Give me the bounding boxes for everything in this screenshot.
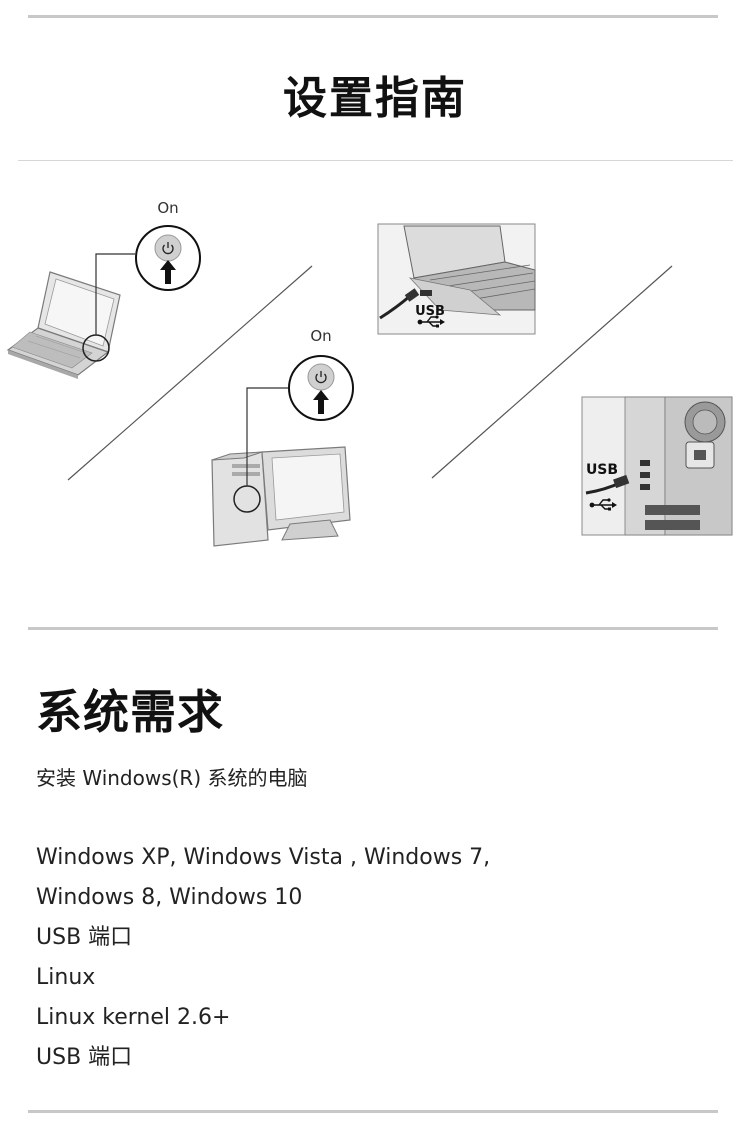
arrow-up-icon bbox=[313, 390, 329, 414]
top-divider bbox=[28, 15, 718, 18]
setup-illustration: On On USB bbox=[6, 199, 733, 547]
requirements-list: Windows XP, Windows Vista , Windows 7, W… bbox=[36, 838, 490, 1078]
bottom-divider bbox=[28, 1110, 718, 1113]
usb-icon bbox=[417, 315, 445, 328]
list-item: USB 端口 bbox=[36, 925, 133, 950]
system-requirements-title: 系统需求 bbox=[36, 685, 224, 739]
laptop-power-label: On bbox=[157, 199, 178, 217]
desktop-power-callout bbox=[288, 355, 354, 421]
requirements-divider bbox=[28, 627, 718, 630]
list-item: Windows 8, Windows 10 bbox=[36, 885, 303, 910]
desktop-usb-label: USB bbox=[586, 462, 618, 478]
desktop-power-label: On bbox=[310, 327, 331, 345]
usb-icon bbox=[589, 498, 617, 511]
laptop-illustration bbox=[6, 271, 121, 379]
laptop-usb-detail: USB bbox=[377, 223, 536, 335]
laptop-power-callout bbox=[135, 225, 201, 291]
setup-guide-title: 设置指南 bbox=[283, 73, 467, 124]
requirements-subtitle: 安装 Windows(R) 系统的电脑 bbox=[36, 766, 308, 790]
arrow-up-icon bbox=[160, 260, 176, 284]
desktop-illustration bbox=[211, 446, 351, 547]
diagonal-separator-right bbox=[431, 265, 673, 479]
diagonal-separator-left bbox=[67, 265, 313, 481]
list-item: Windows XP, Windows Vista , Windows 7, bbox=[36, 845, 491, 870]
list-item: USB 端口 bbox=[36, 1045, 133, 1070]
laptop-usb-label: USB bbox=[415, 304, 445, 319]
section-divider-thin bbox=[18, 160, 733, 161]
desktop-usb-detail: USB bbox=[581, 396, 733, 536]
list-item: Linux bbox=[36, 965, 96, 990]
list-item: Linux kernel 2.6+ bbox=[36, 1005, 231, 1030]
